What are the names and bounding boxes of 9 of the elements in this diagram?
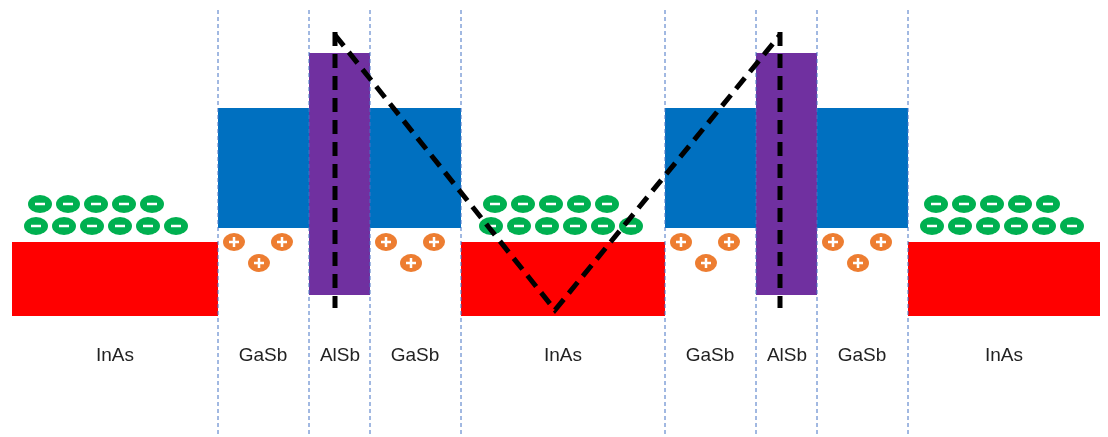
layer-label: GaSb: [238, 344, 288, 366]
layer-label: AlSb: [766, 344, 808, 366]
layer-label: InAs: [544, 344, 582, 366]
layer-label: InAs: [96, 344, 134, 366]
layer-label: AlSb: [319, 344, 361, 366]
layer-label: GaSb: [685, 344, 735, 366]
layer-label: GaSb: [837, 344, 887, 366]
layer-label: GaSb: [390, 344, 440, 366]
layer-label: InAs: [985, 344, 1023, 366]
